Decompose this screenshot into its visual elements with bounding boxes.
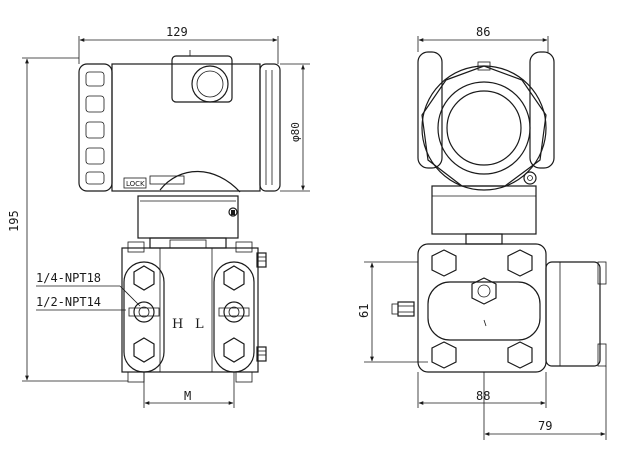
dim-depth: 79 (483, 366, 607, 440)
thread-small-label: 1/4-NPT18 (36, 271, 101, 285)
dim-flange-height-label: 61 (357, 304, 371, 318)
dim-flange-width: 88 (417, 372, 547, 408)
dim-side-width: 86 (417, 25, 549, 52)
dim-process-spacing: M (143, 372, 235, 408)
enclosure-body: LOCK (111, 50, 261, 193)
side-neck (431, 185, 537, 245)
enclosure-right-cap (259, 63, 281, 192)
lock-label: LOCK (126, 180, 145, 188)
side-flange (391, 243, 607, 373)
low-side-flange (213, 261, 255, 373)
dim-total-height: 195 (7, 57, 128, 382)
side-view: 86 61 88 79 (357, 25, 607, 440)
dim-side-width-label: 86 (476, 25, 490, 39)
cover (421, 61, 547, 191)
low-side-label: L (195, 317, 204, 332)
dim-diameter-label: φ80 (289, 122, 302, 142)
dim-overall-width: 129 (78, 25, 279, 64)
enclosure-left-cap (78, 63, 113, 192)
dim-height-label: 195 (7, 210, 21, 232)
thread-large-label: 1/2-NPT14 (36, 295, 101, 309)
dim-width-label: 129 (166, 25, 188, 39)
high-side-flange (123, 261, 165, 373)
high-side-label: H (172, 317, 183, 332)
dim-flange-height: 61 (357, 261, 428, 363)
port-callouts: 1/4-NPT18 1/2-NPT14 (36, 271, 141, 311)
dim-flange-width-label: 88 (476, 389, 490, 403)
adaptor-block (149, 237, 227, 249)
flange-assembly (121, 241, 267, 383)
dim-spacing-label: M (184, 389, 191, 403)
dim-depth-label: 79 (538, 419, 552, 433)
dim-enclosure-diameter: φ80 (280, 63, 310, 192)
front-view: LOCK (7, 25, 310, 408)
neck-housing (137, 195, 239, 239)
